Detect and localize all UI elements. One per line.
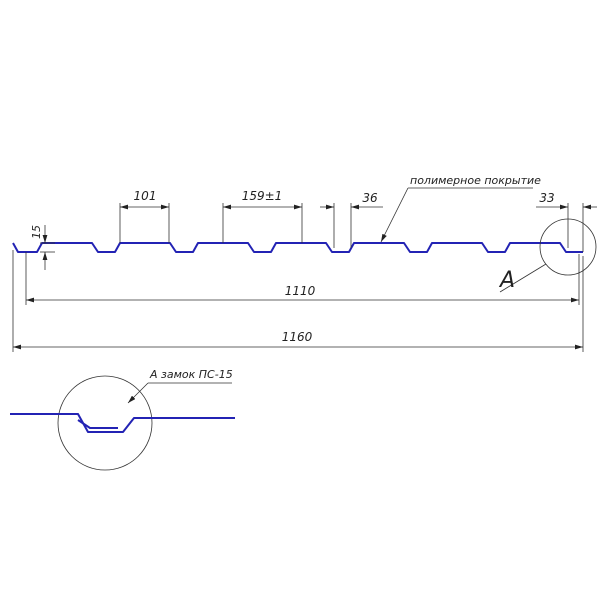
lock-detail-label: А замок ПС-15 xyxy=(149,368,233,381)
dim-total-width: 1160 xyxy=(12,250,584,352)
detail-a-letter: А xyxy=(498,268,515,293)
dim-crest: 101 xyxy=(119,189,170,243)
coating-callout: полимерное покрытие xyxy=(380,174,541,243)
dim-height-label: 15 xyxy=(30,225,43,239)
lock-detail: А замок ПС-15 xyxy=(10,368,235,471)
lock-upper-sheet xyxy=(77,419,118,429)
dim-working-width: 1110 xyxy=(25,252,580,305)
dim-pitch: 159±1 xyxy=(222,189,303,243)
dim-height: 15 xyxy=(30,225,55,270)
dim-edge-label: 33 xyxy=(539,191,554,205)
dim-crest-label: 101 xyxy=(134,189,157,203)
dim-trough-label: 36 xyxy=(362,191,378,205)
sheet-profile xyxy=(12,242,583,253)
dim-pitch-label: 159±1 xyxy=(242,189,283,203)
dim-trough: 36 xyxy=(320,191,383,248)
coating-label: полимерное покрытие xyxy=(410,174,541,187)
dim-working-width-label: 1110 xyxy=(285,284,316,298)
dim-edge: 33 xyxy=(536,191,597,252)
lock-lower-sheet xyxy=(10,413,235,433)
detail-a-marker: А xyxy=(498,218,597,293)
dim-total-width-label: 1160 xyxy=(282,330,313,344)
